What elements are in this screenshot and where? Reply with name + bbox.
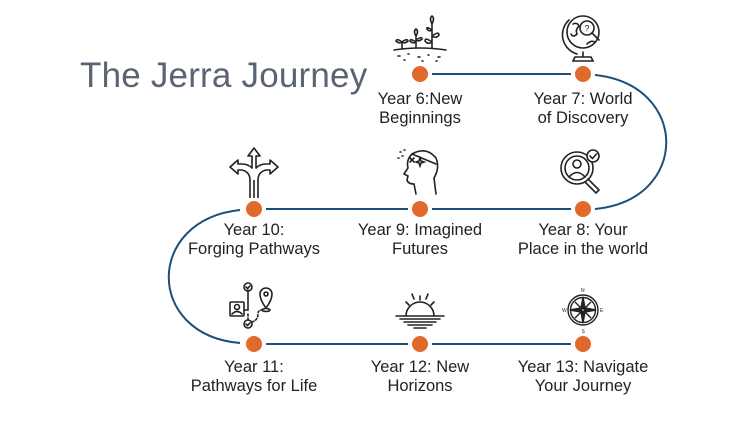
step-marker-dot	[246, 201, 262, 217]
svg-text:?: ?	[585, 24, 590, 34]
step-marker-dot	[575, 336, 591, 352]
compass-letter-e: E	[600, 308, 604, 314]
step-label-line1: Year 11:	[224, 358, 284, 376]
step-marker-dot	[246, 336, 262, 352]
step-label-line2: Forging Pathways	[187, 240, 321, 258]
step-label-line2: Place in the world	[517, 240, 649, 258]
step-marker-dot	[412, 201, 428, 217]
step-marker-dot	[412, 66, 428, 82]
path-arc-left	[167, 209, 241, 344]
step-label-line1: Year 7: World	[533, 90, 633, 108]
step-label: Year 9: Imagined Futures	[335, 221, 505, 259]
person-search-check-icon	[555, 146, 611, 202]
path-arc-right	[594, 74, 668, 210]
step-label: Year 6:New Beginnings	[335, 90, 505, 128]
head-sparkles-icon	[392, 144, 448, 200]
step-marker-dot	[412, 336, 428, 352]
step-label: Year 12: New Horizons	[335, 358, 505, 396]
compass-letter-n: N	[581, 288, 585, 294]
step-label-line1: Year 10:	[223, 221, 285, 239]
step-label-line2: Your Journey	[534, 377, 632, 395]
globe-magnifier-question-icon: ?	[555, 10, 611, 66]
step-label-line1: Year 12: New	[370, 358, 470, 376]
step-marker-dot	[575, 201, 591, 217]
step-label: Year 8: Your Place in the world	[498, 221, 668, 259]
step-label-line2: Beginnings	[379, 109, 461, 127]
compass-icon: N E S W	[555, 282, 611, 338]
step-label: Year 13: Navigate Your Journey	[498, 358, 668, 396]
branching-arrows-icon	[226, 144, 282, 200]
compass-letter-s: S	[582, 329, 586, 335]
step-label-line2: Futures	[392, 240, 448, 258]
page-title: The Jerra Journey	[80, 56, 368, 95]
step-label: Year 7: World of Discovery	[498, 90, 668, 128]
step-marker-dot	[575, 66, 591, 82]
step-label-line2: Horizons	[387, 377, 453, 395]
sprouting-plants-icon	[392, 12, 448, 68]
step-label-line1: Year 13: Navigate	[517, 358, 649, 376]
step-label-line1: Year 9: Imagined	[357, 221, 483, 239]
step-label-line2: of Discovery	[537, 109, 629, 127]
step-label: Year 11: Pathways for Life	[169, 358, 339, 396]
compass-letter-w: W	[562, 308, 567, 314]
career-path-checkpoints-icon	[226, 280, 282, 336]
step-label: Year 10: Forging Pathways	[169, 221, 339, 259]
step-label-line1: Year 8: Your	[538, 221, 628, 239]
step-label-line1: Year 6:New	[377, 90, 463, 108]
sunrise-horizon-icon	[392, 282, 448, 338]
step-label-line2: Pathways for Life	[190, 377, 318, 395]
